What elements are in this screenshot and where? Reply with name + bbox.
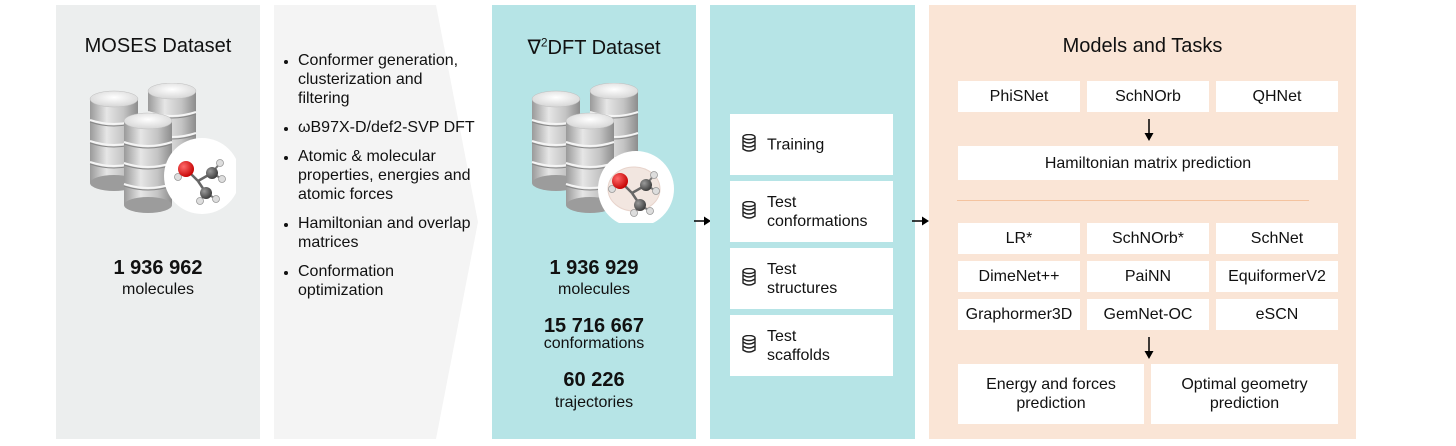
arrow-down-icon xyxy=(1144,119,1154,141)
processing-steps-panel: Conformer generation, clusterization and… xyxy=(274,5,478,439)
database-icon xyxy=(742,201,756,219)
database-icon xyxy=(742,268,756,286)
optimal-geometry-task-box: Optimal geometry prediction xyxy=(1151,364,1338,424)
model-box: QHNet xyxy=(1216,81,1338,112)
energy-forces-task-box: Energy and forces prediction xyxy=(958,364,1144,424)
energy-forces-task-label: Energy and forces prediction xyxy=(986,376,1116,412)
model-box: PhiSNet xyxy=(958,81,1080,112)
model-box: DimeNet++ xyxy=(958,261,1080,292)
dft-molecule-count: 1 936 929 xyxy=(549,257,639,279)
dft-conformation-count: 15 716 667 xyxy=(543,315,645,337)
split-training: Training xyxy=(730,114,893,175)
model-box: SchNOrb xyxy=(1087,81,1209,112)
dft-database-icon xyxy=(531,83,674,223)
processing-step: ωB97X-D/def2-SVP DFT xyxy=(298,118,476,137)
processing-chevron-shape xyxy=(274,5,478,439)
model-box: GemNet-OC xyxy=(1087,299,1209,330)
dft-trajectory-count: 60 226 xyxy=(563,369,625,391)
section-divider xyxy=(957,200,1309,201)
moses-molecule-count: 1 936 962 xyxy=(113,257,203,279)
models-title: Models and Tasks xyxy=(1062,35,1223,57)
split-label: Test xyxy=(767,327,797,345)
arrow-down-icon xyxy=(1144,337,1154,359)
model-box: LR* xyxy=(958,223,1080,254)
processing-step: Hamiltonian and overlap matrices xyxy=(298,214,476,252)
optimal-geometry-task-label: Optimal geometry prediction xyxy=(1181,376,1308,412)
model-box: PaiNN xyxy=(1087,261,1209,292)
moses-database-icon xyxy=(89,83,236,214)
split-label: Test xyxy=(767,193,797,211)
arrow-right-icon xyxy=(694,216,711,226)
processing-step: Atomic & molecular properties, energies … xyxy=(298,147,476,204)
split-label: Training xyxy=(767,136,825,153)
moses-dataset-panel: MOSES Dataset 1 936 962 molecules xyxy=(56,5,260,439)
dft-molecule-label: molecules xyxy=(557,281,631,298)
model-box: EquiformerV2 xyxy=(1216,261,1338,292)
split-label: Test xyxy=(767,260,797,278)
dft-title: ∇2DFT Dataset xyxy=(527,35,661,59)
hamiltonian-task-box: Hamiltonian matrix prediction xyxy=(958,146,1338,180)
processing-step: Conformation optimization xyxy=(298,262,476,300)
moses-molecule-label: molecules xyxy=(121,281,195,298)
split-label-detail: scaffolds xyxy=(767,346,830,364)
models-and-tasks-panel: Models and Tasks PhiSNet SchNOrb QHNet H… xyxy=(929,5,1356,439)
model-box: SchNet xyxy=(1216,223,1338,254)
dft-conformation-label: conformations xyxy=(543,335,645,352)
database-icon xyxy=(742,335,756,353)
processing-steps-list: Conformer generation, clusterization and… xyxy=(284,51,476,310)
dft-trajectory-label: trajectories xyxy=(554,394,634,411)
arrow-right-icon xyxy=(912,216,929,226)
dft-dataset-panel: ∇2DFT Dataset 1 936 929 molecules 15 716… xyxy=(492,5,696,439)
database-icon xyxy=(742,134,756,152)
split-label-detail: conformations xyxy=(767,212,868,230)
split-label-detail: structures xyxy=(767,279,838,297)
processing-step: Conformer generation, clusterization and… xyxy=(298,51,476,108)
model-box: eSCN xyxy=(1216,299,1338,330)
moses-title: MOSES Dataset xyxy=(84,35,232,57)
model-box: Graphormer3D xyxy=(958,299,1080,330)
model-box: SchNOrb* xyxy=(1087,223,1209,254)
